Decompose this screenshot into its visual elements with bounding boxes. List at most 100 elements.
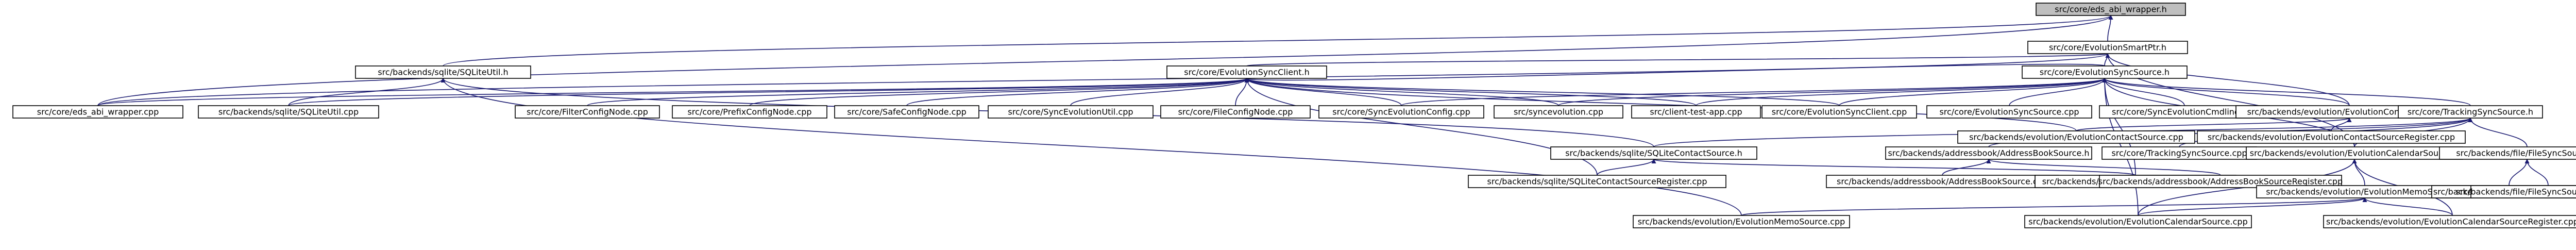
include-edge: [2076, 118, 2352, 131]
file-node[interactable]: src/backends/evolution/EvolutionCalendar…: [2323, 215, 2576, 228]
file-node[interactable]: src/core/SafeConfigNode.cpp: [834, 105, 979, 119]
node-box[interactable]: [2246, 146, 2463, 160]
node-label: src/backends/addressbook/AddressBookSour…: [2098, 177, 2343, 187]
node-label: src/core/SyncEvolutionConfig.cpp: [1332, 107, 1470, 117]
node-label: src/syncevolution.cpp: [1514, 107, 1603, 117]
node-box[interactable]: [2024, 215, 2252, 228]
file-node[interactable]: src/core/eds_abi_wrapper.cpp: [12, 105, 183, 119]
include-edge: [2102, 78, 2185, 106]
node-label: src/core/EvolutionSyncClient.h: [1184, 68, 1310, 77]
file-node[interactable]: src/core/SyncEvolutionUtil.cpp: [988, 105, 1154, 119]
include-edge: [1244, 78, 1697, 106]
include-edge: [1244, 78, 1559, 106]
node-label: src/backends/sqlite/SQLiteContactSourceR…: [1487, 177, 1707, 187]
node-box[interactable]: [355, 65, 531, 79]
file-node[interactable]: src/core/TrackingSyncSource.cpp: [2102, 146, 2257, 160]
node-box[interactable]: [2022, 65, 2188, 79]
file-node[interactable]: src/backends/file/FileSyncSource.h: [2439, 146, 2576, 160]
include-edge: [1597, 159, 1656, 176]
file-node[interactable]: src/core/FileConfigNode.cpp: [1160, 105, 1311, 119]
node-label: src/core/eds_abi_wrapper.h: [2055, 5, 2167, 15]
file-node[interactable]: src/core/EvolutionSyncClient.cpp: [1761, 105, 1917, 119]
node-label: src/core/SafeConfigNode.cpp: [847, 107, 967, 117]
node-box[interactable]: [2470, 185, 2576, 198]
include-edge: [2107, 15, 2113, 42]
file-node[interactable]: src/backends/sqlite/SQLiteUtil.cpp: [198, 105, 379, 119]
file-node[interactable]: src/backends/addressbook/AddressBookSour…: [1885, 146, 2092, 160]
node-label: src/core/SyncEvolutionCmdline.cpp: [2112, 107, 2257, 117]
file-node[interactable]: src/core/EvolutionSyncSource.h: [2022, 65, 2188, 79]
file-node[interactable]: src/core/EvolutionSmartPtr.h: [2027, 41, 2188, 54]
node-label: src/core/TrackingSyncSource.h: [2408, 107, 2533, 117]
node-box[interactable]: [1957, 130, 2195, 144]
file-node[interactable]: src/core/PrefixConfigNode.cpp: [672, 105, 827, 119]
include-edge: [288, 78, 1249, 106]
file-node[interactable]: src/backends/file/FileSyncSourceRegister…: [2456, 185, 2576, 198]
node-box[interactable]: [672, 105, 827, 119]
node-box[interactable]: [1166, 65, 1327, 79]
node-box[interactable]: [1550, 146, 1757, 160]
node-box[interactable]: [1926, 105, 2092, 119]
file-node[interactable]: src/syncevolution.cpp: [1494, 105, 1623, 119]
node-box[interactable]: [2398, 105, 2543, 119]
file-node[interactable]: src/client-test-app.cpp: [1631, 105, 1761, 119]
node-label: src/core/EvolutionSmartPtr.h: [2049, 43, 2166, 53]
node-box[interactable]: [1468, 175, 1726, 188]
node-box[interactable]: [1494, 105, 1623, 119]
node-box[interactable]: [1631, 105, 1761, 119]
file-node[interactable]: src/backends/addressbook/AddressBookSour…: [1826, 175, 2059, 188]
include-edge: [749, 78, 1249, 106]
include-edge: [2104, 53, 2110, 66]
node-label: src/backends/file/FileSyncSource.h: [2456, 148, 2576, 158]
include-edge: [1839, 78, 2107, 106]
node-label: src/core/EvolutionSyncSource.cpp: [1939, 107, 2079, 117]
node-label: src/backends/addressbook/AddressBookSour…: [1888, 148, 2089, 158]
include-edge: [97, 15, 2113, 106]
node-box[interactable]: [834, 105, 979, 119]
file-node[interactable]: src/backends/evolution/EvolutionMemoSour…: [1633, 215, 1850, 228]
file-node[interactable]: src/core/EvolutionSyncClient.h: [1166, 65, 1327, 79]
file-node[interactable]: src/backends/evolution/EvolutionCalendar…: [2024, 215, 2252, 228]
file-node[interactable]: src/backends/evolution/EvolutionContactS…: [1957, 130, 2195, 144]
node-box[interactable]: [2027, 41, 2188, 54]
node-label: src/core/eds_abi_wrapper.cpp: [37, 107, 159, 118]
node-label: src/backends/evolution/EvolutionCalendar…: [2326, 217, 2576, 227]
node-box[interactable]: [515, 105, 660, 119]
node-box[interactable]: [1318, 105, 1484, 119]
file-node[interactable]: src/backends/evolution/EvolutionContactS…: [2197, 130, 2466, 144]
node-box[interactable]: [1761, 105, 1917, 119]
node-label: src/backends/evolution/EvolutionContactS…: [2208, 132, 2455, 142]
include-edge: [2362, 197, 2453, 216]
node-box[interactable]: [1826, 175, 2059, 188]
file-node[interactable]: src/backends/evolution/EvolutionCalendar…: [2246, 146, 2463, 160]
file-node[interactable]: src/backends/sqlite/SQLiteUtil.h: [355, 65, 531, 79]
include-edge: [1558, 78, 2107, 106]
file-node[interactable]: src/backends/sqlite/SQLiteContactSourceR…: [1468, 175, 1726, 188]
include-edge: [2102, 78, 2471, 106]
node-box[interactable]: [1160, 105, 1311, 119]
node-box[interactable]: [2102, 146, 2257, 160]
node-label: src/backends/evolution/EvolutionMemoSour…: [2266, 187, 2464, 197]
include-edge: [1401, 78, 2107, 106]
node-box[interactable]: [988, 105, 1154, 119]
file-node[interactable]: src/backends/sqlite/SQLiteContactSource.…: [1550, 146, 1757, 160]
file-node[interactable]: src/core/EvolutionSyncSource.cpp: [1926, 105, 2092, 119]
node-box[interactable]: [1885, 146, 2092, 160]
node-box[interactable]: [2036, 3, 2186, 16]
file-node[interactable]: src/core/TrackingSyncSource.h: [2398, 105, 2543, 119]
include-edge: [2105, 53, 2350, 106]
file-node[interactable]: src/core/FilterConfigNode.cpp: [515, 105, 660, 119]
node-box[interactable]: [2197, 130, 2466, 144]
root-file-node[interactable]: src/core/eds_abi_wrapper.h: [2036, 3, 2186, 16]
include-edge: [443, 15, 2113, 66]
node-box[interactable]: [2323, 215, 2576, 228]
node-box[interactable]: [2439, 146, 2576, 160]
node-label: src/backends/file/FileSyncSourceRegister…: [2456, 187, 2576, 197]
file-node[interactable]: src/core/SyncEvolutionConfig.cpp: [1318, 105, 1484, 119]
node-box[interactable]: [198, 105, 379, 119]
node-label: src/backends/evolution/EvolutionContactS…: [1969, 132, 2183, 142]
node-box[interactable]: [1633, 215, 1850, 228]
include-edge: [1244, 78, 1840, 106]
node-box[interactable]: [12, 105, 183, 119]
